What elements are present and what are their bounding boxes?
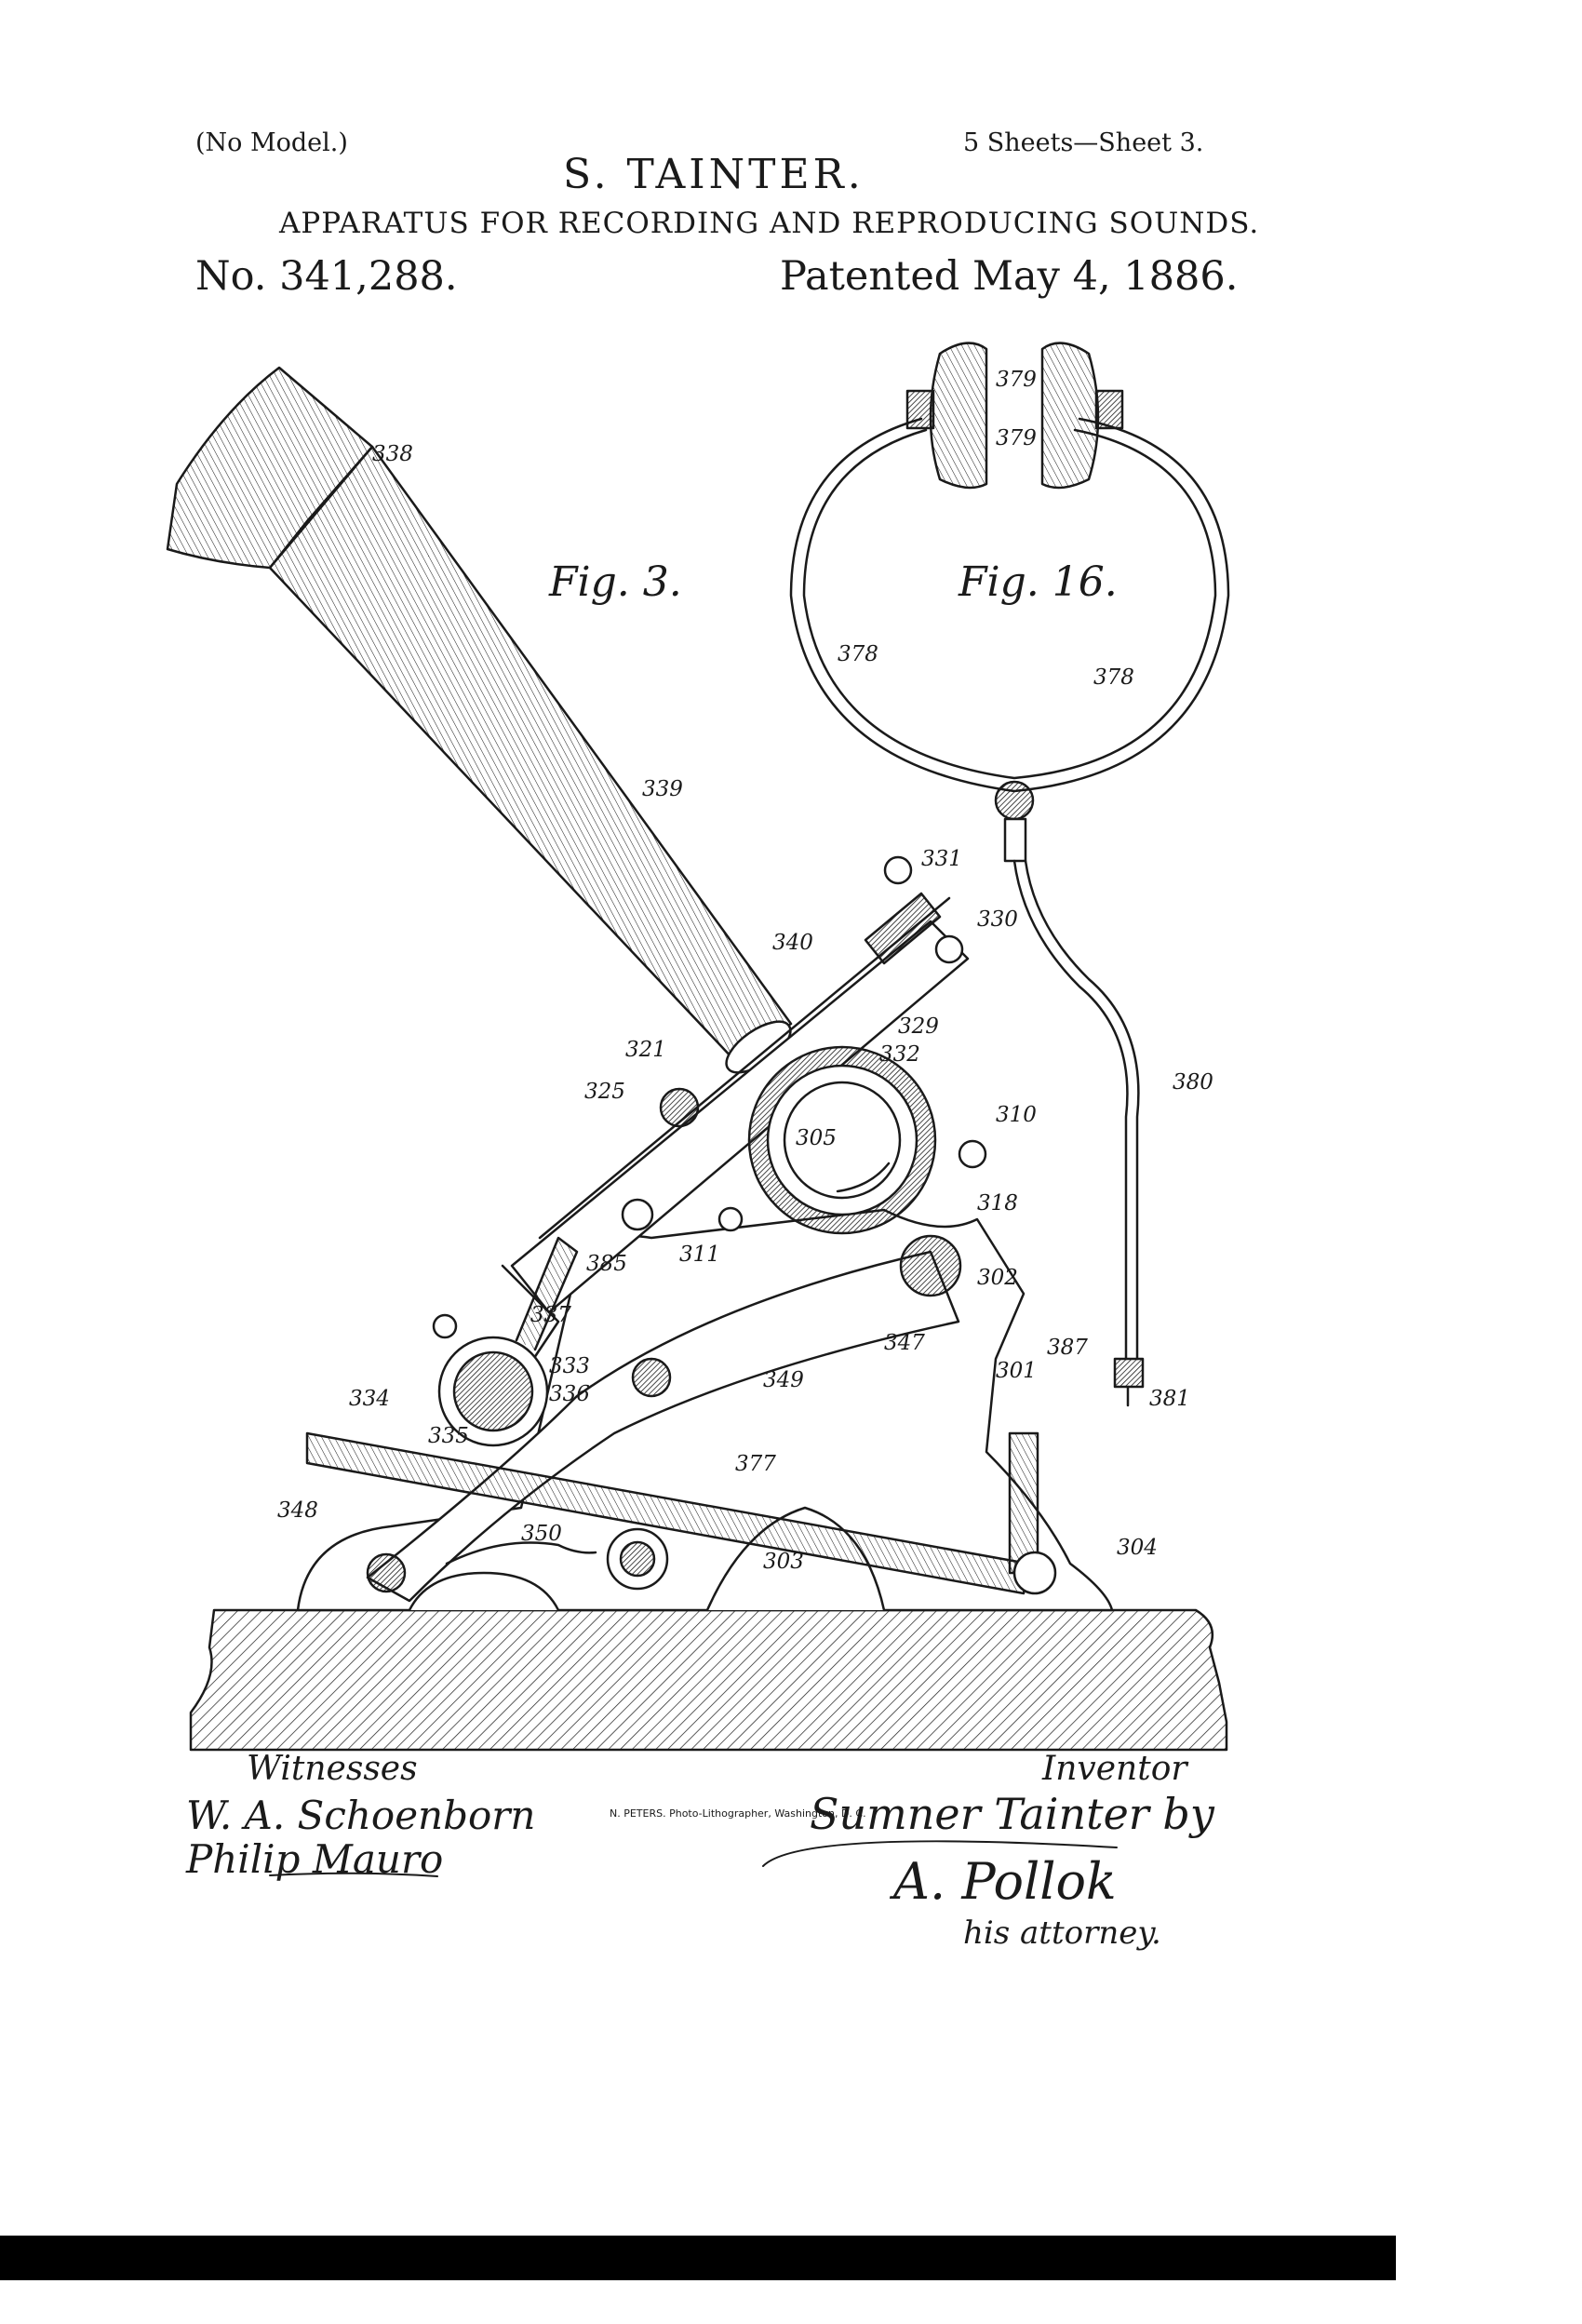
earpiece-nut-left — [905, 389, 935, 430]
ref-333: 333 — [549, 1354, 590, 1378]
arm-pivot-end — [934, 934, 964, 964]
ref-379-a: 379 — [996, 368, 1037, 392]
ref-378-a: 378 — [838, 642, 878, 666]
reproducer-knob — [432, 1313, 458, 1339]
tube-clamp-381 — [1113, 1357, 1145, 1389]
attorney-flourish — [762, 1840, 1118, 1867]
headset-junction — [994, 780, 1035, 821]
inventor-signature: Sumner Tainter by — [810, 1789, 1215, 1839]
frame-arch-left — [408, 1571, 560, 1612]
patented-date: Patented May 4, 1886. — [780, 253, 1239, 300]
ref-303: 303 — [763, 1550, 804, 1574]
lithographer-credit: N. PETERS. Photo-Lithographer, Washingto… — [610, 1807, 866, 1820]
fig-3-label: Fig. 3. — [548, 558, 682, 606]
reproducer-stem — [515, 1236, 579, 1351]
ref-318: 318 — [977, 1191, 1018, 1216]
headset-loop-inner — [802, 428, 1217, 780]
scan-bottom-bar — [0, 2236, 1396, 2280]
ref-301: 301 — [996, 1359, 1037, 1383]
spring-barrel-core — [619, 1540, 656, 1578]
ear-tube-380 — [1012, 859, 1129, 1361]
ref-348: 348 — [277, 1498, 318, 1523]
attorney-signature: A. Pollok — [889, 1852, 1117, 1911]
ref-336: 336 — [549, 1382, 590, 1406]
patent-number: No. 341,288. — [195, 253, 458, 300]
headset-connector — [1003, 817, 1027, 863]
ref-310: 310 — [996, 1103, 1037, 1127]
ref-339: 339 — [642, 777, 683, 801]
witnesses-heading: Witnesses — [247, 1750, 418, 1788]
horn-bell — [166, 366, 374, 570]
model-note: (No Model.) — [195, 128, 348, 157]
spring-wire — [445, 1541, 597, 1565]
ref-387: 387 — [1047, 1336, 1088, 1360]
ref-340: 340 — [772, 931, 813, 955]
lever-pivot-349 — [631, 1357, 672, 1398]
ref-347: 347 — [884, 1331, 925, 1355]
arm-screw-385 — [621, 1198, 654, 1231]
sheet-count: 5 Sheets—Sheet 3. — [963, 128, 1204, 157]
arm-pivot-knob — [883, 855, 913, 885]
ref-381: 381 — [1149, 1387, 1190, 1411]
ref-380: 380 — [1173, 1070, 1213, 1095]
ref-304: 304 — [1117, 1536, 1158, 1560]
earpiece-left — [929, 342, 988, 490]
fig-16-label: Fig. 16. — [958, 558, 1118, 606]
ref-332: 332 — [879, 1042, 920, 1067]
witness-2-signature: Philip Mauro — [185, 1836, 443, 1882]
ref-329: 329 — [898, 1014, 939, 1039]
ref-349: 349 — [763, 1368, 804, 1392]
ref-338: 338 — [372, 442, 413, 466]
ref-334: 334 — [349, 1387, 390, 1411]
rod-end-304 — [1012, 1551, 1057, 1595]
ref-311: 311 — [679, 1243, 720, 1267]
witness-underline — [269, 1872, 438, 1877]
patent-title: APPARATUS FOR RECORDING AND REPRODUCING … — [279, 207, 1260, 240]
ref-350: 350 — [521, 1522, 562, 1546]
ref-305: 305 — [796, 1126, 837, 1150]
screw-thread — [864, 892, 942, 965]
ref-379-b: 379 — [996, 426, 1037, 450]
ref-385: 385 — [586, 1252, 627, 1276]
earpiece-right — [1040, 342, 1100, 490]
ref-325: 325 — [584, 1080, 625, 1104]
reproducer-diaphragm — [452, 1350, 534, 1432]
ref-321: 321 — [625, 1038, 666, 1062]
ref-378-b: 378 — [1093, 665, 1134, 690]
inventor-name: S. TAINTER. — [563, 151, 865, 198]
base-slab — [189, 1608, 1228, 1752]
ref-331: 331 — [921, 847, 962, 871]
lever-pivot-302 — [899, 1234, 962, 1297]
attorney-note: his attorney. — [963, 1914, 1161, 1952]
earpiece-nut-right — [1094, 389, 1124, 430]
horn-tube — [268, 445, 793, 1063]
inventor-heading: Inventor — [1041, 1750, 1188, 1788]
ear-tube-380-inner — [1024, 859, 1140, 1361]
witness-1-signature: W. A. Schoenborn — [186, 1793, 535, 1838]
arm-screw-325 — [659, 1087, 700, 1128]
cylinder-face — [783, 1081, 902, 1200]
pivot-310 — [958, 1139, 987, 1169]
ref-335: 335 — [428, 1424, 469, 1448]
rotation-arrow — [836, 1162, 891, 1193]
ref-302: 302 — [977, 1266, 1018, 1290]
ref-377: 377 — [735, 1452, 776, 1476]
ref-330: 330 — [977, 907, 1018, 932]
screw-311 — [717, 1206, 744, 1232]
ref-337: 337 — [530, 1303, 571, 1327]
lever-pivot-348 — [366, 1552, 407, 1593]
rod-377 — [305, 1431, 1030, 1595]
